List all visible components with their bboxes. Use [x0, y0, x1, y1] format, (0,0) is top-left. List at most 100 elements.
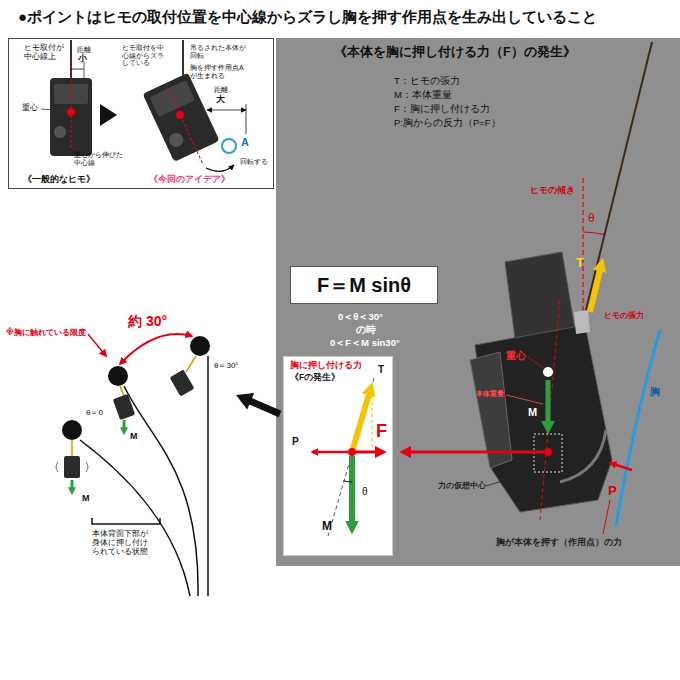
page-title: ●ポイントはヒモの取付位置を中心線からズラし胸を押す作用点を生み出していること: [18, 9, 597, 26]
dimension-label: 距離: [214, 86, 228, 93]
force-symbol: P: [608, 484, 617, 498]
label-slot: 距離: [214, 86, 228, 93]
label-slot: F: [376, 422, 387, 442]
label-slot: 重心: [506, 350, 526, 361]
angle-symbol: θ: [362, 486, 368, 497]
node-text: F：胸に押し付ける力: [394, 104, 490, 114]
condition-text: 0＜θ＜30°: [338, 312, 383, 322]
note: ヒモ取付を中心線からズラしている: [122, 44, 166, 67]
text-slot: F：胸に押し付ける力: [394, 104, 490, 114]
text-slot: F＝M sinθ: [291, 274, 437, 296]
label-slot: T: [576, 256, 584, 270]
text-slot: 《本体を胸に押し付ける力（F）の発生》: [334, 46, 576, 60]
caption-note: 本体背面下部が身体に押し付けられている状態: [92, 530, 154, 556]
text-slot: 《今回のアイデア》: [149, 175, 230, 185]
text-slot: P:胸からの反力（P=F）: [394, 118, 501, 128]
label-slot: 力の仮想中心: [438, 482, 486, 490]
text-slot: 《Fの発生》: [290, 373, 340, 382]
label-slot: 0＜θ＜30°: [338, 312, 383, 322]
force-symbol: T: [576, 256, 584, 270]
angle-symbol: θ: [588, 212, 595, 225]
label-slot: ヒモ取付を中心線からズラしている: [122, 44, 166, 67]
part-label: 重心: [22, 104, 38, 113]
label-slot: ヒモの傾き: [530, 186, 575, 196]
angle-value: θ＝0: [86, 409, 103, 418]
force-note: ヒモの張力: [604, 312, 644, 321]
force-symbol: M: [322, 520, 332, 533]
label-slot: 重心から伸びた中心線: [74, 151, 124, 166]
label-slot: 胸を押す作用点Aが生まれる: [190, 64, 250, 79]
device-illustration: [410, 42, 660, 534]
label-slot: ヒモの張力: [604, 312, 644, 321]
label-slot: θ＝30°: [214, 362, 239, 371]
node-text: T：ヒモの張力: [394, 76, 460, 86]
label-slot: θ: [588, 212, 595, 225]
force-symbol: P: [292, 436, 299, 447]
label-slot: M: [82, 494, 90, 504]
dimension-value: 大: [216, 95, 225, 105]
note: 回転する: [240, 158, 268, 166]
condition-text: 0＜F＜M sin30°: [330, 338, 400, 348]
node-heading: 《一般的なヒモ》: [23, 175, 95, 185]
device-sketch: [143, 40, 246, 175]
label-slot: 胸が本体を押す（作用点）の力: [496, 538, 622, 547]
label-slot: 本体背面下部が身体に押し付けられている状態: [92, 530, 154, 556]
dimension-label: 距離: [77, 46, 91, 53]
note: 重心から伸びた中心線: [74, 151, 124, 166]
node-text: 《Fの発生》: [290, 373, 340, 382]
note: 胸を押す作用点Aが生まれる: [190, 64, 250, 79]
label-slot: 回転する: [240, 158, 268, 166]
label-slot: θ: [362, 486, 368, 497]
force-vectors: [312, 378, 376, 536]
step-arrow: [100, 104, 117, 126]
force-symbol: M: [130, 432, 138, 442]
force-symbol: F: [376, 422, 387, 442]
label-slot: 吊るされた本体が回転: [190, 44, 250, 59]
label-slot: 本体重量: [476, 390, 504, 398]
part-label: 力の仮想中心: [438, 482, 486, 490]
title-slot: ●ポイントはヒモの取付位置を中心線からズラし胸を押す作用点を生み出していること: [18, 9, 597, 26]
label-slot: M: [528, 406, 537, 418]
label-slot: の時: [356, 325, 376, 335]
label-slot: ヒモ取付が中心線上: [24, 44, 66, 62]
condition-text: の時: [356, 325, 376, 335]
label-slot: 重心: [22, 104, 38, 113]
label-slot: T: [378, 364, 384, 375]
label-slot: 距離: [77, 46, 91, 53]
note: ヒモ取付が中心線上: [24, 44, 66, 62]
text-slot: T：ヒモの張力: [394, 76, 460, 86]
force-symbol: M: [82, 494, 90, 504]
dimension-value: 小: [78, 54, 87, 64]
label-slot: ※胸に触れている限度: [6, 329, 86, 338]
label-slot: M: [130, 432, 138, 442]
label-slot: A: [241, 136, 249, 148]
note: 吊るされた本体が回転: [190, 44, 250, 59]
part-label: 本体重量: [476, 390, 504, 398]
part-label: 胸: [650, 386, 660, 397]
label-slot: 0＜F＜M sin30°: [330, 338, 400, 348]
note: ※胸に触れている限度: [6, 329, 86, 338]
label-slot: P: [292, 436, 299, 447]
force-symbol: T: [378, 364, 384, 375]
node-heading: 《本体を胸に押し付ける力（F）の発生》: [334, 46, 576, 60]
flow-arrow: [236, 393, 280, 414]
text-slot: 《一般的なヒモ》: [23, 175, 95, 185]
wearer-figure: [56, 334, 210, 596]
node-text: M：本体重量: [394, 90, 452, 100]
text-slot: M：本体重量: [394, 90, 452, 100]
vector-inset: 胸に押し付ける力《Fの発生》: [283, 356, 393, 556]
label-slot: 小: [78, 54, 87, 64]
label-slot: M: [322, 520, 332, 533]
point-label: A: [241, 136, 249, 148]
label-slot: 胸: [650, 386, 660, 397]
angle-note: ヒモの傾き: [530, 186, 575, 196]
node-heading: F＝M sinθ: [317, 274, 411, 296]
node-text: P:胸からの反力（P=F）: [394, 118, 501, 128]
angle-value: 約 30°: [128, 314, 167, 329]
node-heading: 胸に押し付ける力: [290, 361, 362, 370]
force-symbol: M: [528, 406, 537, 418]
label-slot: P: [608, 484, 617, 498]
label-slot: θ＝0: [86, 409, 103, 418]
